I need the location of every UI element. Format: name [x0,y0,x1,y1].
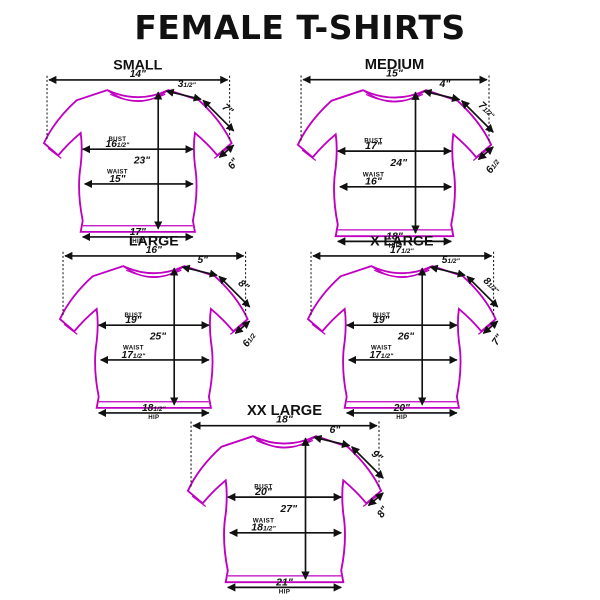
shoulder-dimension [429,264,466,278]
cuff-value: 8" [375,503,392,520]
bust-value: 19" [125,315,141,326]
page-title: FEMALE T-SHIRTS [134,8,466,47]
waist-value: 16" [365,176,383,188]
bust-value: 19" [373,315,389,326]
length-value: 26" [397,332,414,343]
sleeve-dimension [351,446,384,479]
hip-value: 181/2" [142,403,167,414]
bust-label: BUST [108,136,126,143]
bust-value: 17" [365,140,383,152]
shoulder-dimension [165,88,202,102]
hip-label: HIP [279,589,290,596]
hip-label: HIP [396,414,407,421]
shoulder-value: 6" [329,424,341,436]
cuff-value: 61/2 [484,156,503,176]
size-name: MEDIUM [365,57,425,73]
waist-value: 171/2" [370,350,395,361]
shirt-medium: MEDIUM15"4"71/2"61/224"BUST17"WAIST16"18… [296,57,503,250]
width-value: 14" [130,69,146,80]
bust-value: 20" [254,486,273,498]
width-value: 15" [386,68,404,80]
hip-value: 20" [393,403,410,414]
bust-value: 161/2" [106,139,131,150]
cuff-value: 7" [490,333,505,348]
shoulder-value: 51/2" [442,255,461,266]
shoulder-dimension [181,264,218,278]
shirt-x-large: X LARGE171/2"51/2"81/2"7"26"BUST19"WAIST… [307,234,505,421]
waist-label: WAIST [253,517,275,524]
waist-label: WAIST [371,345,392,352]
bust-label: BUST [372,312,390,319]
cuff-dimension [234,320,251,335]
hip-label: HIP [389,243,400,250]
size-name: X LARGE [370,234,433,250]
width-value: 18" [276,414,294,426]
length-value: 25" [149,332,166,343]
sleeve-value: 7" [220,102,235,117]
shoulder-value: 5" [198,255,209,266]
sleeve-dimension [202,99,235,132]
sleeve-dimension [461,100,494,133]
waist-value: 171/2" [122,350,147,361]
hip-value: 18" [386,230,404,242]
waist-label: WAIST [107,169,128,176]
size-name: XX LARGE [247,403,322,419]
shoulder-value: 31/2" [178,79,197,90]
cuff-dimension [367,492,384,507]
waist-label: WAIST [363,171,385,178]
width-value: 171/2" [390,245,415,256]
cuff-value: 6" [226,157,241,172]
waist-value: 181/2" [251,522,276,534]
cuff-value: 61/2 [241,331,259,350]
size-name: SMALL [113,58,162,74]
sleeve-dimension [466,275,499,308]
hip-label: HIP [148,414,159,421]
shoulder-dimension [313,434,351,449]
waist-value: 15" [109,174,125,185]
size-name: LARGE [129,234,179,250]
bust-label: BUST [254,484,272,491]
shoulder-value: 4" [438,78,451,90]
cuff-dimension [218,144,235,159]
waist-label: WAIST [123,345,144,352]
bust-label: BUST [124,312,142,319]
length-value: 27" [279,503,298,515]
length-value: 24" [389,157,408,169]
shirts-group: SMALL14"31/2"7"6"23"BUST161/2"WAIST15"17… [43,57,505,596]
sleeve-value: 8" [236,278,251,293]
shoulder-dimension [423,88,461,103]
cuff-dimension [477,146,494,161]
width-value: 16" [146,245,162,256]
hip-value: 21" [275,576,294,588]
length-value: 23" [133,156,150,167]
hip-value: 17" [130,227,146,238]
hip-label: HIP [132,238,143,245]
sleeve-value: 9" [369,448,386,465]
cuff-dimension [482,320,499,335]
sleeve-dimension [218,275,251,308]
bust-label: BUST [364,138,382,145]
